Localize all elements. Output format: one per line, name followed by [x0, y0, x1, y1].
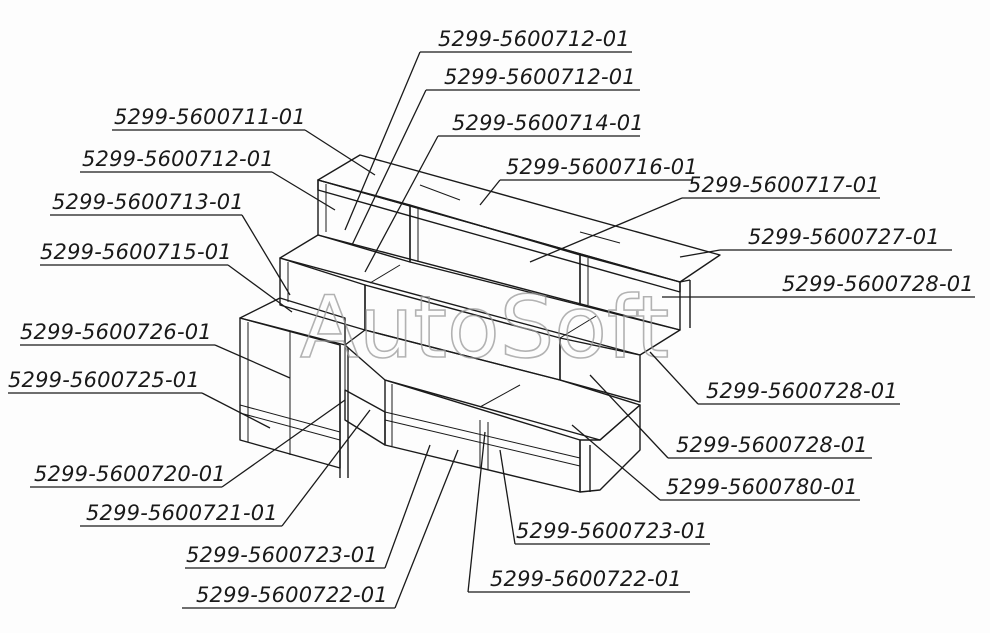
top-back-divider	[419, 184, 461, 201]
top-back-divider	[579, 231, 621, 244]
console-divider	[479, 384, 521, 408]
part-callout: 5299-5600728-01	[782, 272, 974, 296]
part-callout: 5299-5600711-01	[114, 105, 306, 129]
middle-step-divider	[559, 315, 597, 339]
part-callout: 5299-5600714-01	[452, 111, 644, 135]
leader-line	[479, 179, 501, 206]
leader-line	[304, 129, 376, 176]
part-callout: 5299-5600713-01	[52, 190, 244, 214]
leader-line	[394, 449, 459, 609]
part-callout: 5299-5600716-01	[506, 155, 698, 179]
leader-line	[281, 409, 371, 527]
lower-step-top	[239, 297, 346, 346]
leader-line	[214, 344, 291, 379]
part-callout: 5299-5600728-01	[706, 379, 898, 403]
callout-labels: 5299-5600712-01 5299-5600712-01 5299-560…	[8, 27, 974, 607]
part-callout: 5299-5600717-01	[688, 173, 880, 197]
leader-line	[384, 444, 431, 569]
part-callout: 5299-5600723-01	[186, 543, 378, 567]
leader-line	[351, 89, 427, 246]
leader-line	[364, 135, 439, 273]
leader-line	[271, 171, 336, 211]
part-callout: 5299-5600721-01	[86, 501, 278, 525]
part-callout: 5299-5600712-01	[82, 147, 274, 171]
leader-line	[201, 392, 271, 429]
part-callout: 5299-5600712-01	[438, 27, 630, 51]
front-console-rail	[384, 419, 581, 467]
leader-line	[589, 374, 669, 459]
part-callout: 5299-5600726-01	[20, 320, 212, 344]
part-callout: 5299-5600715-01	[40, 240, 232, 264]
leader-line	[499, 449, 516, 545]
leader-line	[679, 249, 721, 258]
part-callout: 5299-5600712-01	[444, 65, 636, 89]
middle-step-divider	[369, 264, 401, 284]
front-console-panel	[384, 379, 581, 493]
part-callout: 5299-5600723-01	[516, 519, 708, 543]
leader-line	[221, 399, 346, 488]
assembly-drawing	[239, 154, 721, 493]
leader-lines	[8, 51, 975, 609]
top-back-panel-front	[317, 179, 681, 293]
part-callout: 5299-5600780-01	[666, 475, 858, 499]
leader-line	[467, 431, 486, 593]
upper-right-post	[679, 279, 691, 283]
middle-step-top	[279, 234, 681, 356]
right-console-end	[579, 404, 641, 493]
part-callout: 5299-5600727-01	[748, 225, 940, 249]
leader-line	[227, 264, 293, 313]
watermark: AutoSoft	[300, 278, 669, 378]
leader-line	[571, 424, 661, 501]
part-callout: 5299-5600728-01	[676, 433, 868, 457]
leader-line	[344, 51, 421, 231]
leader-line	[649, 351, 699, 405]
front-console-rail	[384, 411, 581, 459]
leader-line	[529, 197, 683, 263]
part-callout: 5299-5600725-01	[8, 368, 200, 392]
part-callout: 5299-5600722-01	[196, 583, 388, 607]
part-callout: 5299-5600720-01	[34, 462, 226, 486]
leader-line	[241, 214, 291, 296]
middle-step-front-right	[559, 337, 641, 403]
part-callout: 5299-5600722-01	[490, 567, 682, 591]
